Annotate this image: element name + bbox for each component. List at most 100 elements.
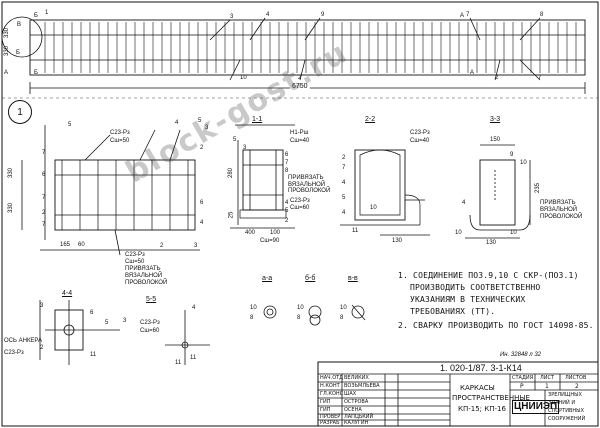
section-a-a: а-а	[262, 275, 273, 282]
s33-tie-2: ВЯЗАЛЬНОЙ	[540, 207, 578, 213]
section-b-b: б-б	[305, 275, 316, 282]
top-callout-4: 4	[266, 12, 270, 18]
tb-role-2: ГЛ.КОНС	[320, 391, 344, 397]
top-callout-2b: 2	[495, 75, 499, 81]
s22-weld-label: С23-Рз	[410, 130, 430, 136]
tb-name-0: ВЕЛИКИХ	[344, 375, 369, 381]
s11-callout-5: 5	[233, 137, 237, 143]
s55-weld-size: Сш=60	[140, 328, 160, 334]
v1-callout-7a: 7	[42, 150, 46, 156]
s11-weld3-size: Сш=90	[260, 238, 280, 244]
tb-role-6: РАЗРАБ	[320, 420, 340, 426]
v1-callout-7b: 7	[42, 195, 46, 201]
tb-title-2: ПРОСТРАНСТВЕННЫЕ	[452, 394, 530, 402]
tb-org-sub-4: СООРУЖЕНИЙ	[548, 416, 586, 422]
v1-tie-4: ВЯЗАЛЬНОЙ	[125, 273, 163, 279]
s44-title: 4-4	[62, 290, 73, 297]
vv-dim-10: 10	[340, 305, 347, 311]
v1-tie-2: Сш=50	[125, 259, 145, 265]
tb-sheet: 1	[545, 383, 549, 390]
v1-dim-165: 165	[60, 242, 71, 248]
s33-dim-130: 130	[486, 240, 497, 246]
top-callout-8: 8	[540, 12, 544, 18]
bb-dim-10: 10	[297, 305, 304, 311]
note-line-3: УКАЗАНИЯМ В ТЕХНИЧЕСКИХ	[410, 295, 526, 304]
top-letter-b1: Б	[34, 13, 38, 19]
s11-weld-size: Сш=40	[290, 138, 310, 144]
s22-callout-4a: 4	[342, 180, 346, 186]
tb-title-3: КП-15; КП-16	[458, 405, 506, 413]
s11-callout-7: 7	[285, 160, 289, 166]
v1-tie-1: С23-Рз	[125, 252, 145, 258]
tb-name-1: ВОЗЬМЛЬЕВА	[344, 383, 380, 389]
v1-tie-5: ПРОВОЛОКОЙ	[125, 280, 168, 286]
s55-callout-4: 4	[192, 305, 196, 311]
s44-callout-3: 3	[40, 303, 44, 309]
s11-weld2-size: Сш=60	[290, 205, 310, 211]
s11-callout-5b: 5	[285, 208, 289, 214]
s44-note-1: ОСЬ АНКЕРА	[4, 338, 43, 344]
tb-name-2: ШАХ	[344, 391, 357, 397]
v1-callout-2b: 2	[200, 145, 204, 151]
v1-callout-5b: 5	[198, 118, 202, 124]
s11-callout-6: 6	[285, 152, 289, 158]
s22-callout-2: 2	[342, 155, 346, 161]
s22-callout-4b: 4	[342, 210, 346, 216]
top-mark-v: В	[17, 22, 22, 28]
v1-callout-5: 5	[68, 122, 72, 128]
s11-callout-8: 8	[285, 168, 289, 174]
aa-dim-10: 10	[250, 305, 257, 311]
v1-callout-2a: 2	[42, 210, 46, 216]
s22-weld-size: Сш=40	[410, 138, 430, 144]
tb-org: ЦНИИЭП	[512, 400, 560, 414]
v1-callout-3b: 3	[194, 243, 198, 249]
top-dim-330-a: 330	[4, 27, 11, 39]
s33-callout-9: 9	[510, 152, 514, 158]
tb-role-3: ГИП	[320, 399, 331, 405]
v1-callout-7c: 7	[42, 222, 46, 228]
s33-callout-10a: 10	[520, 160, 527, 166]
v1-weld-size: Сш=50	[110, 138, 130, 144]
note-line-2: ПРОИЗВОДИТЬ СООТВЕТСТВЕННО	[410, 283, 541, 292]
s11-callout-3: 3	[243, 145, 247, 151]
top-letter-a1: А	[460, 13, 465, 19]
s33-title: 3-3	[490, 116, 501, 123]
s11-weld-label: Н1-Рш	[290, 130, 309, 136]
v1-callout-4b: 4	[200, 220, 204, 226]
top-mark-a: А	[4, 70, 9, 76]
s11-callout-4: 4	[285, 200, 289, 206]
top-callout-7b: 7	[538, 75, 542, 81]
aa-dim-8: 8	[250, 315, 254, 321]
tb-role-5: ПРОВЕР	[320, 414, 341, 420]
inventory-note: Ин. 32848 л 32	[500, 352, 542, 358]
s11-title: 1-1	[252, 116, 263, 123]
s55-title: 5-5	[146, 296, 157, 303]
s22-callout-5: 5	[342, 195, 346, 201]
tb-role-1: Н.КОНТ	[320, 383, 340, 389]
v1-tie-3: ПРИВЯЗАТЬ	[125, 266, 161, 272]
s44-callout-2: 2	[40, 345, 44, 351]
s11-callout-2: 2	[285, 218, 289, 224]
bb-dim-8: 8	[297, 315, 301, 321]
s11-weld2-label: С23-Рз	[290, 198, 310, 204]
v1-dim-60: 60	[78, 242, 85, 248]
s33-tie-1: ПРИВЯЗАТЬ	[540, 200, 576, 206]
s11-dim-400: 400	[245, 230, 256, 236]
tb-name-6: КАЛУГИН	[344, 420, 369, 426]
v1-callout-2c: 2	[160, 243, 164, 249]
tb-sheet-h: ЛИСТ	[540, 375, 555, 381]
s22-callout-7: 7	[342, 165, 346, 171]
s22-callout-10: 10	[370, 205, 377, 211]
v1-callout-6: 6	[42, 172, 46, 178]
tb-role-0: НАЧ.ОТД	[320, 375, 344, 381]
v1-callout-6b: 6	[200, 200, 204, 206]
top-dimension-overall: 6750	[290, 83, 310, 90]
top-callout-3: 3	[230, 14, 234, 20]
s11-tie-note: ПРИВЯЗАТЬ ВЯЗАЛЬНОЙ ПРОВОЛОКОЙ	[288, 175, 331, 195]
s22-title: 2-2	[365, 116, 376, 123]
s33-callout-4: 4	[462, 200, 466, 206]
tb-name-5: ЛАПЦЬКИЙ	[344, 414, 374, 420]
title-block-doc-code: 1. 020-1/87. 3-1-К14	[440, 363, 522, 373]
s44-callout-5: 5	[105, 320, 109, 326]
